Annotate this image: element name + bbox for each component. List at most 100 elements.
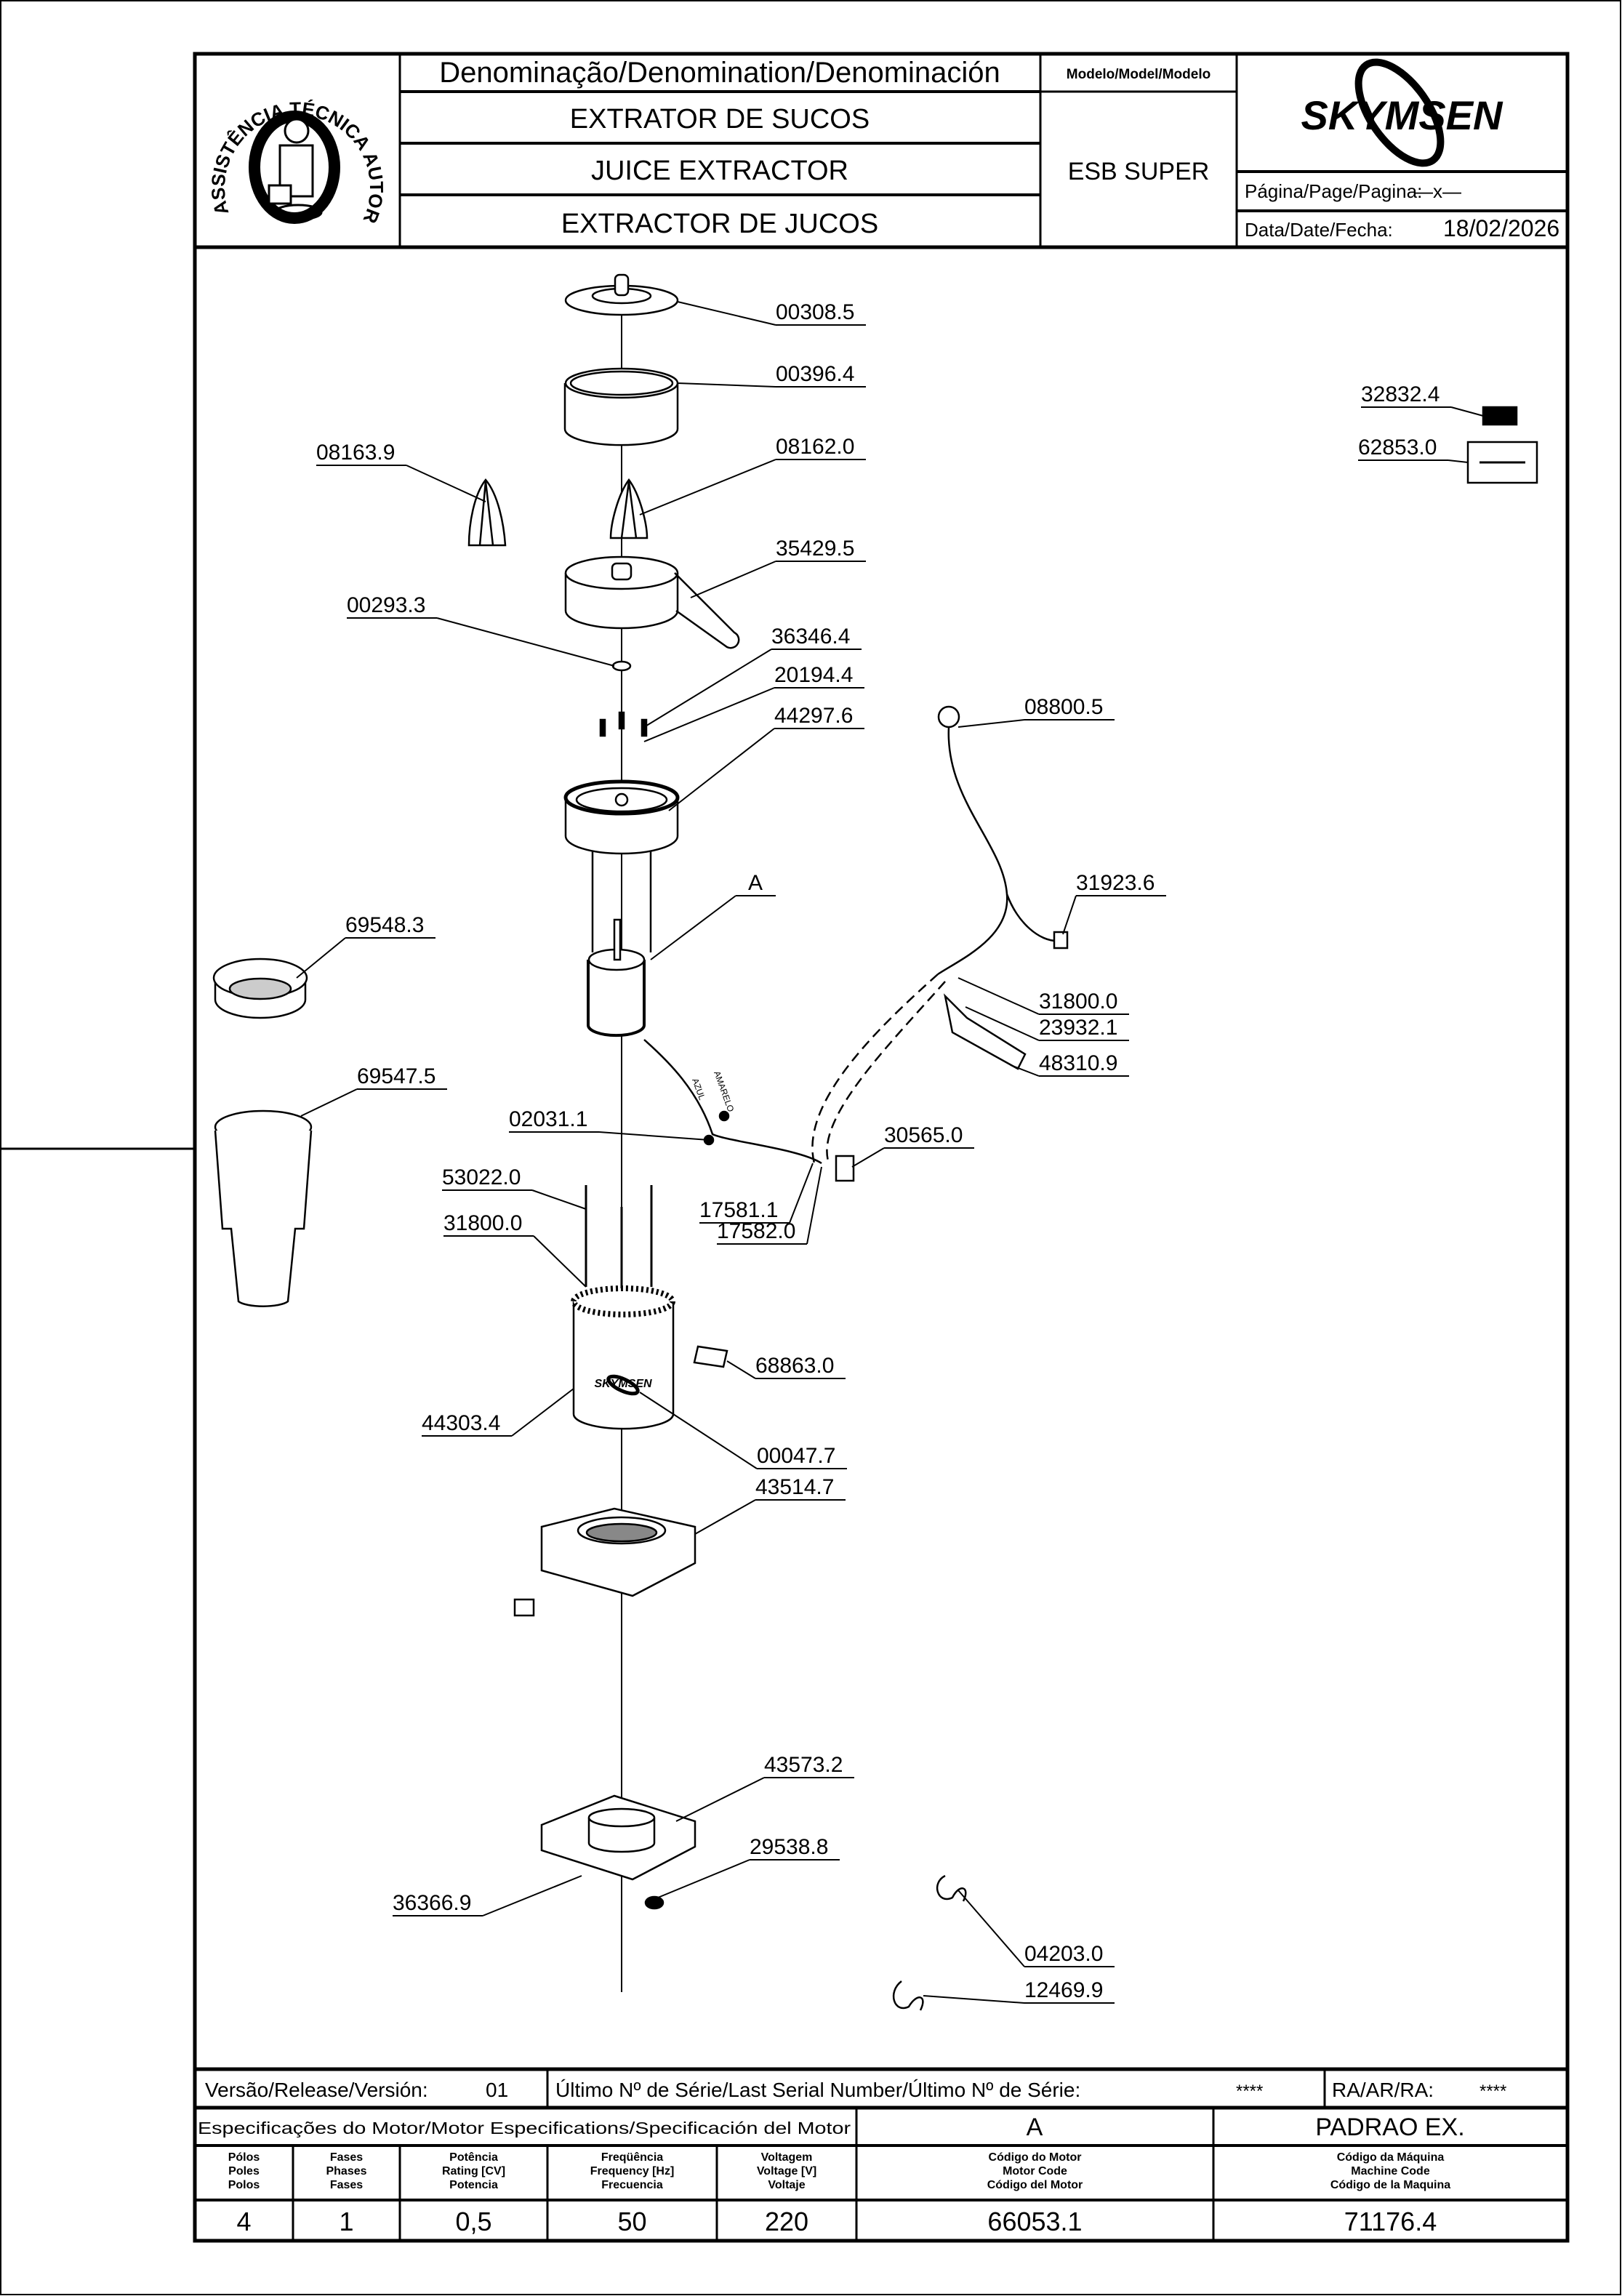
callout-23932.1: 23932.1 (965, 1006, 1129, 1041)
leader-line (482, 1875, 582, 1916)
spec-value: 1 (339, 2207, 353, 2236)
wire-label-yellow: AMARELO (712, 1069, 736, 1113)
spec-header-line: Fases (330, 2179, 363, 2191)
serial-value: **** (1236, 2082, 1263, 2101)
spec-header-line: Freqüência (601, 2151, 663, 2164)
callout-12469.9: 12469.9 (923, 1978, 1115, 2004)
part-number-label: 08800.5 (1024, 695, 1103, 719)
callout-36366.9: 36366.9 (393, 1875, 582, 1916)
leader-line (957, 977, 1040, 1015)
model-label: Modelo/Model/Modelo (1067, 67, 1211, 82)
base-plate-43573.2 (540, 1794, 696, 1881)
part-number-label: 69548.3 (345, 913, 424, 937)
reamer-08162.0 (609, 478, 649, 539)
ra-label: RA/AR/RA: (1332, 2079, 1434, 2101)
label-68863.0 (693, 1345, 728, 1368)
spec-header-line: Código do Motor (989, 2151, 1082, 2164)
part-number-label: 43573.2 (764, 1753, 843, 1777)
part-number-label: 12469.9 (1024, 1978, 1103, 2002)
spec-value: 71176.4 (1344, 2207, 1437, 2236)
cup-00396.4 (563, 367, 679, 446)
serial-label: Último Nº de Série/Last Serial Number/Úl… (555, 2079, 1080, 2101)
spec-header-line: Voltage [V] (757, 2165, 816, 2177)
part-number-label: 00047.7 (757, 1444, 835, 1468)
leader-line (406, 465, 486, 502)
part-32832.4 (1482, 406, 1518, 426)
callout-20194.4: 20194.4 (643, 663, 864, 742)
callout-00293.3: 00293.3 (347, 593, 615, 667)
callout-43573.2: 43573.2 (675, 1753, 854, 1822)
release-value: 01 (486, 2079, 508, 2101)
svg-text:SKYMSEN: SKYMSEN (1301, 92, 1503, 138)
callout-00047.7: 00047.7 (639, 1392, 847, 1469)
spec-value: 220 (765, 2207, 808, 2236)
leader-line (643, 649, 772, 728)
spec-header-line: Polos (228, 2179, 260, 2191)
cup-69547.5 (214, 1109, 313, 1307)
callout-36346.4: 36346.4 (643, 625, 862, 728)
callout-08162.0: 08162.0 (639, 435, 866, 515)
part-number-label: 17582.0 (717, 1219, 795, 1243)
skymsen-logo: SKYMSEN (1301, 58, 1503, 167)
leader-line (789, 1163, 814, 1224)
callout-30565.0: 30565.0 (851, 1123, 974, 1168)
callout-62853.0: 62853.0 (1358, 435, 1469, 463)
part-number-label: 02031.1 (509, 1107, 587, 1131)
callout-00396.4: 00396.4 (677, 362, 866, 388)
wire-label-blue: AZUL (690, 1077, 707, 1101)
leader-line (643, 687, 775, 742)
footer-table (195, 2067, 1567, 2241)
spec-header-line: Phases (326, 2165, 366, 2177)
name-portuguese: EXTRATOR DE SUCOS (570, 104, 870, 135)
name-spanish: EXTRACTOR DE JUCOS (561, 209, 878, 239)
callout-69547.5: 69547.5 (300, 1064, 447, 1117)
date-value: 18/02/2026 (1443, 215, 1559, 241)
page-label: Página/Page/Pagina: (1245, 180, 1422, 202)
clip-12469.9 (893, 1980, 924, 2011)
spec-value: 50 (617, 2207, 646, 2236)
callout-44303.4: 44303.4 (422, 1388, 574, 1437)
leader-line (639, 459, 776, 515)
part-number-label: 31800.0 (443, 1211, 522, 1235)
part-number-label: 62853.0 (1358, 435, 1437, 459)
clip-04203.0 (936, 1874, 967, 1902)
part-number-label: 69547.5 (357, 1064, 435, 1088)
callout-17581.1: 17581.1 (699, 1163, 814, 1224)
top-cup-44297.6 (563, 779, 680, 855)
part-number-label: A (748, 871, 763, 895)
spec-header-line: Código del Motor (987, 2179, 1083, 2191)
housing-44303.4 (571, 1285, 675, 1430)
spec-header-line: Machine Code (1351, 2165, 1430, 2177)
spec-header-line: Rating [CV] (442, 2165, 505, 2177)
date-label: Data/Date/Fecha: (1245, 219, 1393, 241)
part-number-label: 00308.5 (776, 300, 854, 324)
model-value: ESB SUPER (1068, 158, 1210, 185)
part-number-label: 44303.4 (422, 1411, 500, 1435)
screws (599, 711, 648, 737)
spec-header-line: Motor Code (1003, 2165, 1067, 2177)
part-number-label: 30565.0 (884, 1123, 963, 1147)
leader-line (650, 895, 736, 960)
part-number-label: 68863.0 (755, 1354, 834, 1378)
bowl-35429.5 (564, 555, 740, 649)
spec-header-line: Frequency [Hz] (590, 2165, 675, 2177)
ra-value: **** (1480, 2082, 1506, 2101)
part-number-label: 29538.8 (750, 1835, 828, 1859)
part-number-label: 32832.4 (1361, 382, 1440, 406)
leader-line (965, 1006, 1040, 1041)
part-number-label: 35429.5 (776, 537, 854, 561)
part-number-label: 17581.1 (699, 1198, 778, 1222)
callout-29538.8: 29538.8 (657, 1835, 840, 1898)
power-cord (937, 705, 1069, 976)
leader-line (690, 561, 776, 598)
motor-spec-label: Especificações do Motor/Motor Especifica… (198, 2119, 851, 2138)
reamer-08163.9 (467, 478, 507, 547)
motor-wires (643, 1039, 822, 1165)
washer-00293.3 (611, 660, 632, 672)
leader-line (677, 382, 776, 388)
